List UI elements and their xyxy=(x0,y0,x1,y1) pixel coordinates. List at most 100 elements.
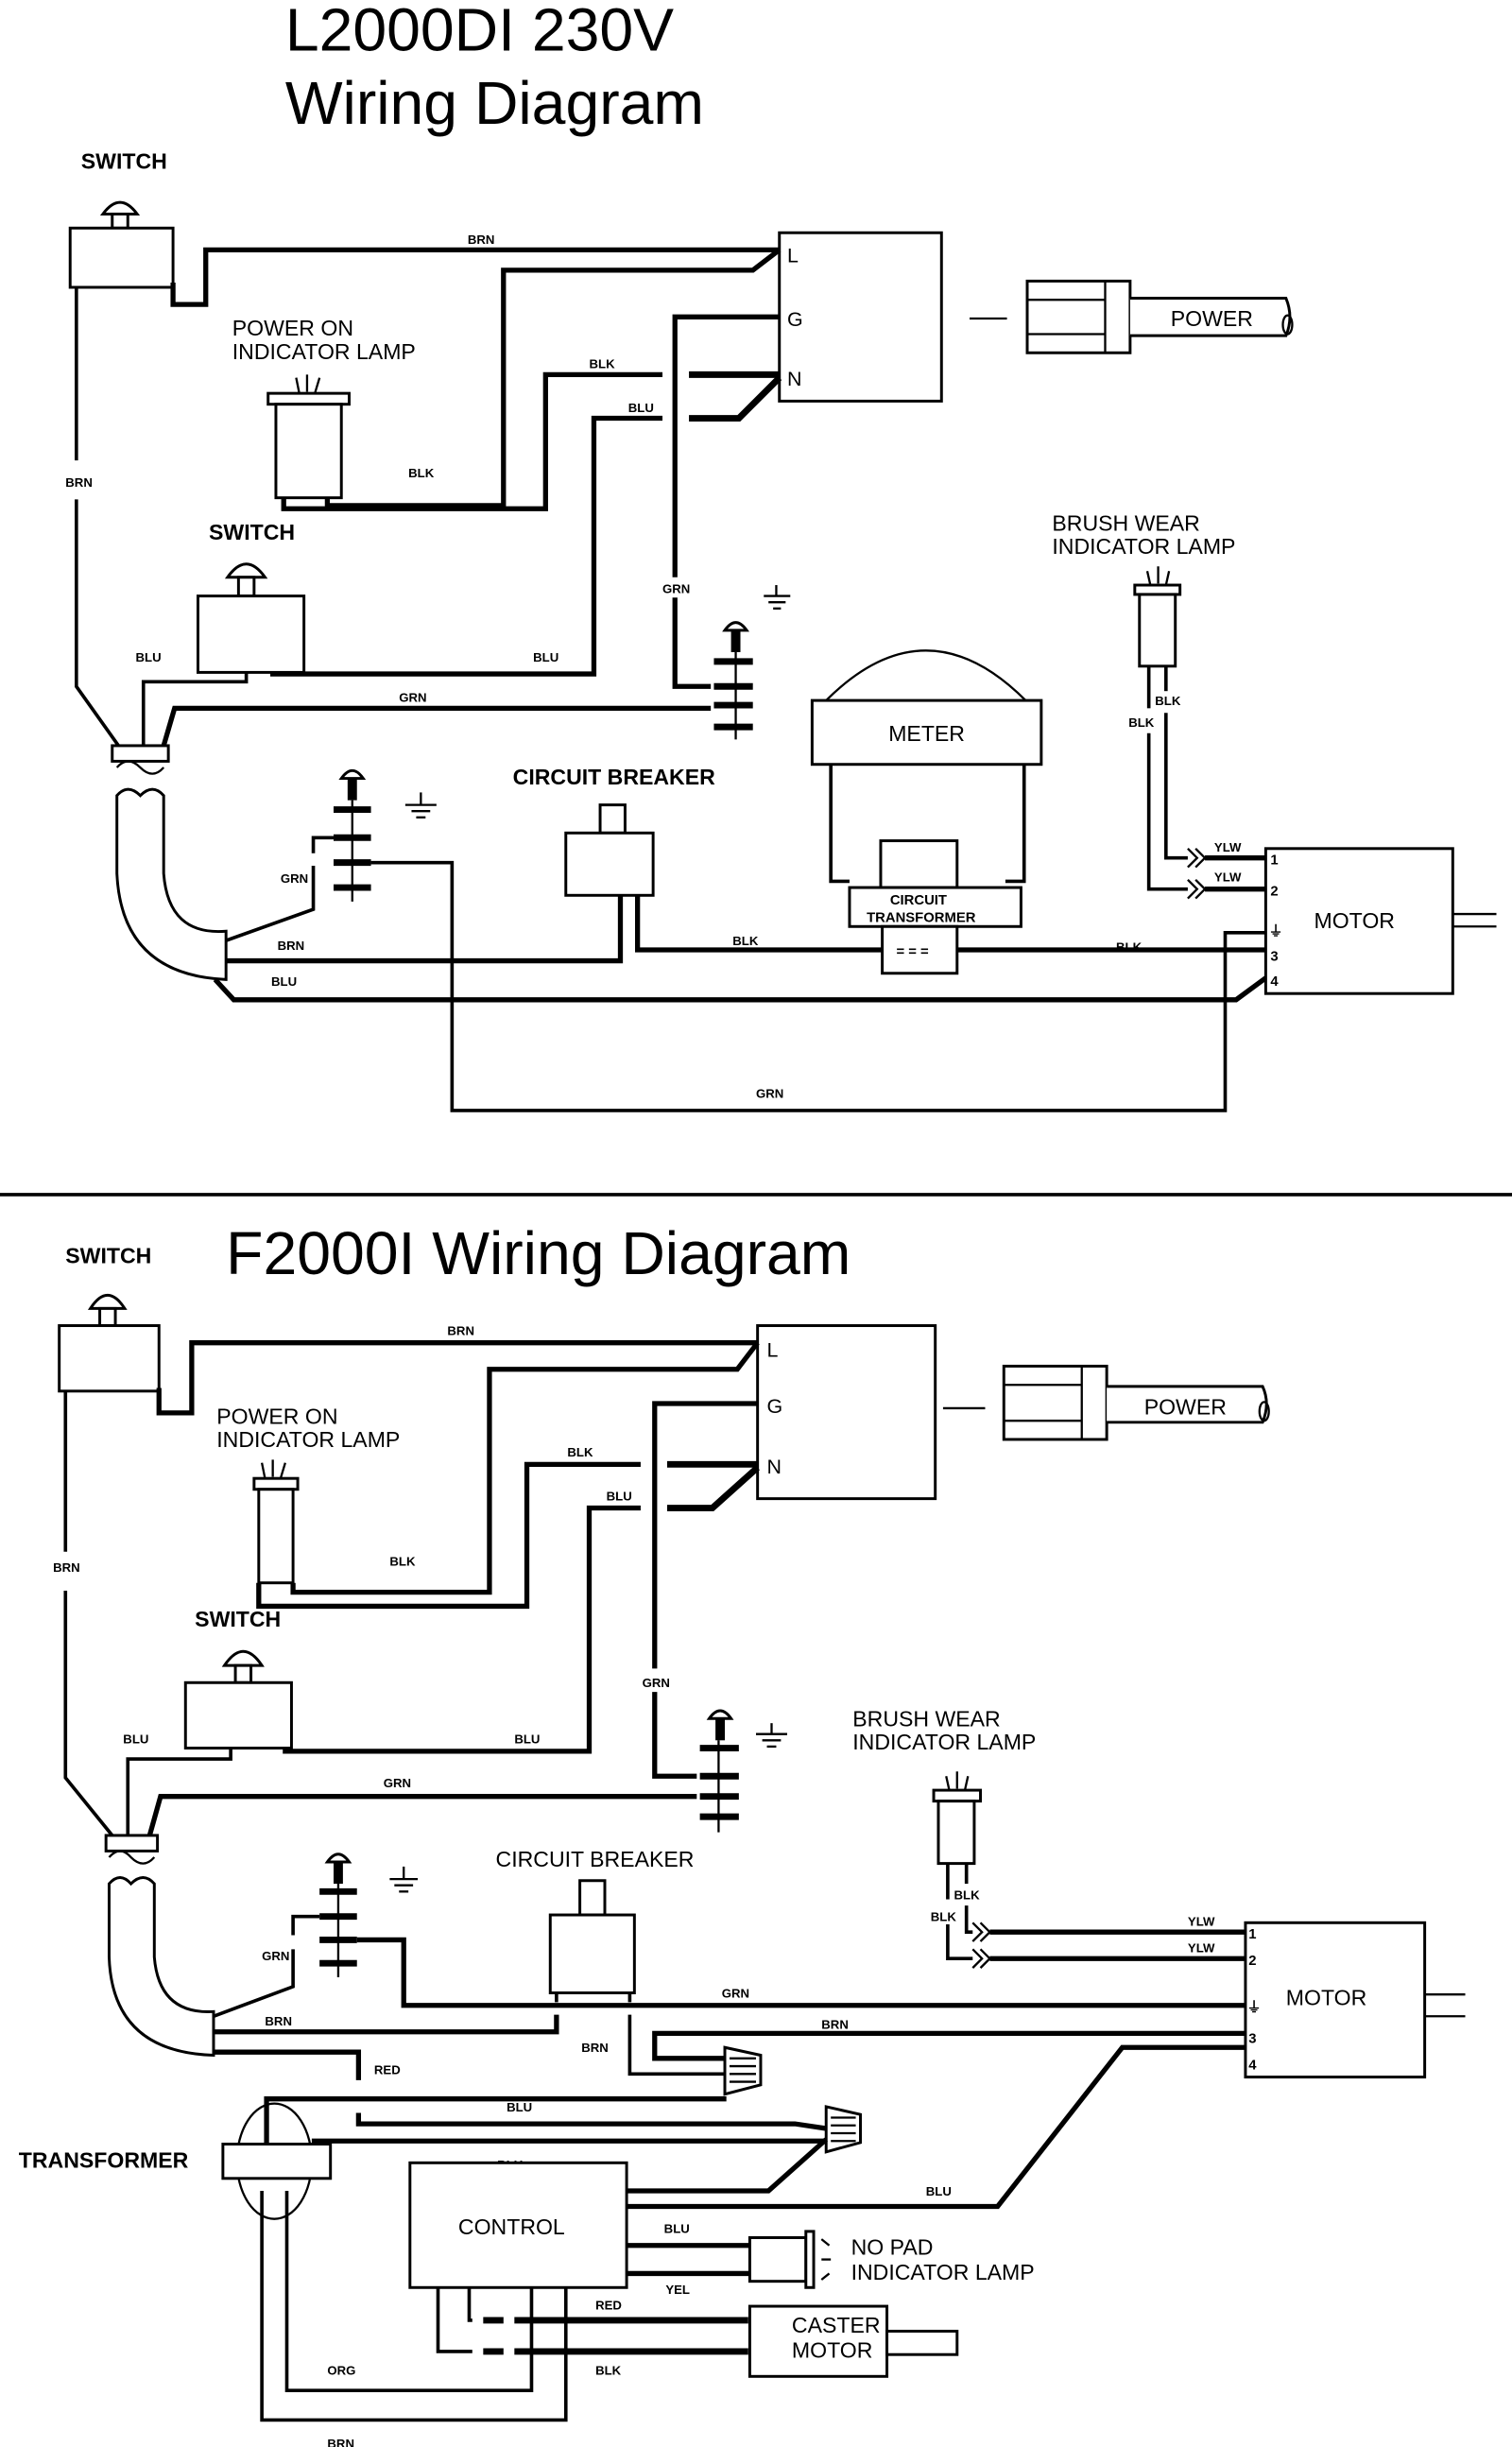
switch-stem xyxy=(233,1663,253,1684)
wire-label: BRN xyxy=(821,2017,849,2031)
power-plug: POWER xyxy=(942,1364,1270,1441)
motor-box xyxy=(1244,1921,1427,2079)
wire-label: BLK xyxy=(389,1555,416,1569)
wire-label: YLW xyxy=(1188,1915,1215,1929)
ground-screw-left xyxy=(333,768,437,902)
wire-blk-lamp-to-n xyxy=(256,1461,641,1610)
wire-nut-icon xyxy=(723,2045,763,2096)
wire-blk-lamp-to-l xyxy=(290,1341,760,1595)
switch-top: SWITCH xyxy=(58,1244,161,1393)
motor-pin-3: 3 xyxy=(1270,950,1278,965)
circuit-breaker: CIRCUIT BREAKER xyxy=(513,765,715,897)
wire-label: BLU xyxy=(136,650,162,664)
lamp-ray-icon xyxy=(820,2272,831,2281)
wire-control-blk xyxy=(436,2287,472,2353)
motor-pin-1: 1 xyxy=(1270,853,1278,868)
caster-motor-label-2: MOTOR xyxy=(792,2338,872,2363)
power-on-lamp: POWER ON INDICATOR LAMP xyxy=(216,1404,400,1585)
wire-red xyxy=(264,2096,727,2152)
wire-label: ORG xyxy=(327,2364,355,2378)
ct-pins-icon: = = = xyxy=(896,945,929,960)
motor-pin-2: 2 xyxy=(1270,884,1278,899)
wire-label: BLK xyxy=(567,1445,593,1459)
lamp-body xyxy=(936,1800,976,1866)
wire-label: BLK xyxy=(732,934,759,948)
wire-label: BRN xyxy=(278,939,305,953)
breaker-button xyxy=(598,803,627,835)
wire-blu-motor xyxy=(574,2044,1246,2210)
meter-label: METER xyxy=(888,721,965,746)
lamp-ray-icon xyxy=(314,377,321,394)
circuit-transformer-label-2: TRANSFORMER xyxy=(867,910,976,925)
wire-label: BRN xyxy=(468,233,495,247)
lamp-ray-icon xyxy=(279,1462,286,1479)
control-box xyxy=(408,2161,628,2289)
wire-label: BRN xyxy=(327,2437,354,2447)
breaker-body xyxy=(564,831,655,897)
power-on-lamp: POWER ON INDICATOR LAMP xyxy=(232,316,416,500)
wire-brn-to-nut xyxy=(627,2014,727,2077)
wire-label: BLU xyxy=(533,650,558,664)
terminal-block: L G N xyxy=(778,231,943,403)
transformer: TRANSFORMER xyxy=(19,2102,333,2220)
bundle-break xyxy=(115,760,165,775)
switch-stem xyxy=(236,576,256,598)
wire-grn-ground-upper xyxy=(291,1914,320,1936)
lamp-cap xyxy=(266,391,351,406)
terminal-g: G xyxy=(767,1395,783,1418)
wire-blk-brush-right-lower xyxy=(964,1905,973,1935)
wire-label: BLK xyxy=(595,2364,622,2378)
motor-label: MOTOR xyxy=(1314,908,1395,933)
cable-sheath xyxy=(107,1875,215,2058)
wire-label: BLK xyxy=(954,1888,980,1903)
diagram-title-line1: L2000DI 230V xyxy=(285,0,674,63)
wire-grn-horizontal xyxy=(146,1794,697,1836)
wire-label: BLK xyxy=(1155,694,1181,708)
switch-top-label: SWITCH xyxy=(65,1244,151,1268)
power-lamp-label-1: POWER ON xyxy=(216,1404,337,1428)
terminal-n: N xyxy=(767,1456,782,1478)
terminal-block: L G N xyxy=(756,1324,937,1501)
switch-middle: SWITCH xyxy=(196,520,306,674)
terminal-block-box xyxy=(778,231,943,403)
no-pad-label-2: INDICATOR LAMP xyxy=(851,2260,1035,2284)
meter-lead xyxy=(829,764,850,884)
wire-blk-brush-left-lower xyxy=(946,1923,973,1961)
wire-grn-ground xyxy=(213,1949,295,2018)
wire-label: BLK xyxy=(1116,940,1143,955)
lamp-cap xyxy=(1133,583,1182,596)
switch-top-label: SWITCH xyxy=(81,149,167,174)
circuit-breaker-label: CIRCUIT BREAKER xyxy=(496,1847,695,1871)
ground-screw-icon xyxy=(699,1709,739,1833)
motor-ground-pin-icon: ⏚ xyxy=(1269,923,1283,939)
wire-n-stub2 xyxy=(666,1465,760,1511)
wire-label: BLU xyxy=(926,2184,952,2198)
switch-body xyxy=(68,226,175,289)
control-label: CONTROL xyxy=(458,2214,565,2239)
meter: METER xyxy=(810,649,1043,884)
plug-body xyxy=(1025,279,1132,354)
switch-middle: SWITCH xyxy=(183,1607,293,1750)
switch-stem xyxy=(98,1306,117,1328)
motor-label: MOTOR xyxy=(1286,1986,1366,2010)
brush-lamp-label-1: BRUSH WEAR xyxy=(1052,510,1199,535)
wire-nut-icon xyxy=(824,2105,862,2154)
ct-core-top xyxy=(879,839,959,889)
ground-screw-icon xyxy=(713,621,753,740)
breaker-button xyxy=(578,1879,607,1917)
bundle-clamp xyxy=(104,1834,160,1852)
terminal-l: L xyxy=(787,245,799,267)
cable-sheath xyxy=(115,787,228,981)
ground-screw-icon xyxy=(338,768,367,781)
no-pad-label-1: NO PAD xyxy=(851,2235,934,2260)
terminal-l: L xyxy=(767,1339,779,1362)
ct-core-bottom xyxy=(881,924,959,975)
switch-mid-label: SWITCH xyxy=(195,1607,281,1631)
switch-stem xyxy=(111,212,129,230)
power-lamp-label-2: INDICATOR LAMP xyxy=(216,1427,400,1452)
diagram-title: F2000I Wiring Diagram xyxy=(226,1219,850,1287)
lamp-ray-icon xyxy=(820,2238,831,2247)
wire-blk-brush-left-lower xyxy=(1146,732,1188,891)
wire-blk-lamp-to-l xyxy=(324,248,782,508)
wire-brn-left-lower xyxy=(75,499,120,747)
